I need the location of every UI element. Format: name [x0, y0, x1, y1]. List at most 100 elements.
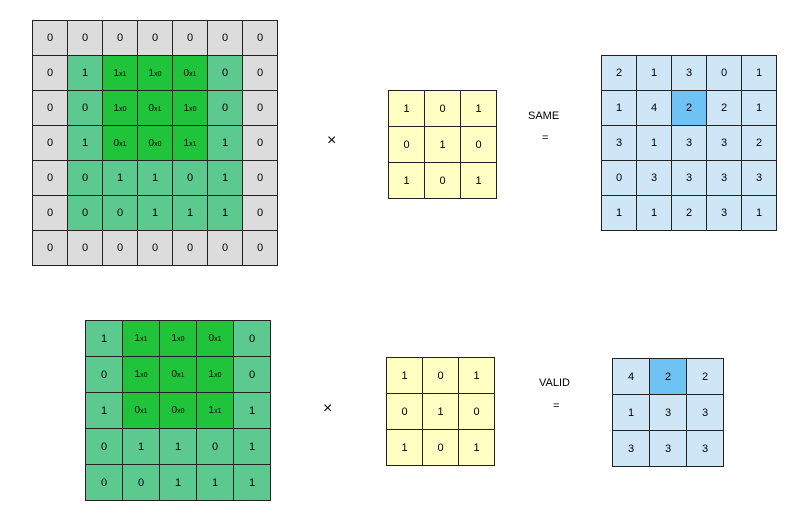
padding-cell: 0: [67, 20, 103, 56]
kernel-weight-subscript: x1: [214, 408, 222, 415]
padding-cell: 0: [102, 20, 138, 56]
input-cell: 1: [67, 55, 103, 91]
output-cell: 1: [741, 55, 777, 91]
kernel-cell: 0: [422, 429, 459, 466]
input-cell: 0: [85, 356, 123, 393]
kernel-weight-subscript: x1: [140, 408, 148, 415]
kernel-cell: 0: [424, 90, 461, 127]
output-cell: 2: [686, 358, 724, 395]
padding-cell: 0: [102, 230, 138, 266]
padding-cell: 0: [242, 230, 278, 266]
same-padding-label: SAME: [528, 110, 560, 122]
output-cell: 2: [671, 195, 707, 231]
input-cell: 1: [207, 125, 243, 161]
input-cell: 1: [207, 195, 243, 231]
input-window-cell: 0x0: [137, 125, 173, 161]
kernel-cell: 1: [458, 429, 495, 466]
cell-value: 0: [134, 405, 141, 416]
output-cell: 0: [706, 55, 742, 91]
input-window-cell: 0x1: [172, 55, 208, 91]
kernel-cell: 0: [460, 126, 497, 163]
input-cell: 0: [172, 160, 208, 196]
input-cell: 1: [137, 160, 173, 196]
cell-value: 0: [113, 137, 120, 149]
input-cell: 1: [67, 125, 103, 161]
output-cell: 0: [601, 160, 637, 196]
input-cell: 0: [122, 464, 160, 501]
cell-value: 0: [148, 137, 155, 149]
output-cell: 3: [636, 160, 672, 196]
padding-cell: 0: [32, 230, 68, 266]
padding-cell: 0: [242, 55, 278, 91]
input-cell: 0: [196, 428, 234, 465]
input-cell: 0: [67, 160, 103, 196]
cell-value: 1: [134, 333, 141, 344]
kernel-cell: 0: [388, 126, 425, 163]
kernel-cell: 0: [424, 162, 461, 199]
kernel-cell: 1: [424, 126, 461, 163]
cell-value: 0: [171, 369, 178, 380]
output-cell: 3: [671, 125, 707, 161]
kernel-weight-subscript: x1: [189, 140, 197, 148]
kernel-cell: 1: [458, 357, 495, 394]
padding-cell: 0: [242, 20, 278, 56]
output-cell: 1: [741, 90, 777, 126]
padding-cell: 0: [137, 230, 173, 266]
kernel-weight-subscript: x0: [154, 140, 162, 148]
padding-cell: 0: [32, 20, 68, 56]
input-window-cell: 1x0: [122, 356, 160, 393]
output-cell: 3: [706, 160, 742, 196]
padding-cell: 0: [67, 230, 103, 266]
output-cell: 1: [601, 90, 637, 126]
cell-value: 1: [148, 67, 155, 79]
input-window-cell: 0x1: [196, 320, 234, 357]
input-cell: 0: [67, 195, 103, 231]
input-cell: 0: [102, 195, 138, 231]
input-cell: 1: [172, 195, 208, 231]
input-window-cell: 0x1: [137, 90, 173, 126]
padding-cell: 0: [242, 195, 278, 231]
input-window-cell: 0x1: [102, 125, 138, 161]
output-cell: 3: [649, 394, 687, 431]
padding-cell: 0: [242, 160, 278, 196]
kernel-weight-subscript: x0: [177, 408, 185, 415]
kernel-weight-subscript: x1: [119, 140, 127, 148]
input-window-cell: 1x1: [102, 55, 138, 91]
input-window-cell: 0x1: [122, 392, 160, 429]
cell-value: 1: [134, 369, 141, 380]
kernel-cell: 0: [422, 357, 459, 394]
input-window-cell: 1x1: [196, 392, 234, 429]
input-cell: 0: [85, 428, 123, 465]
output-cell: 3: [686, 394, 724, 431]
cell-value: 1: [183, 102, 190, 114]
padding-cell: 0: [242, 90, 278, 126]
output-cell: 3: [601, 125, 637, 161]
input-window-cell: 1x0: [196, 356, 234, 393]
input-cell: 1: [137, 195, 173, 231]
input-cell: 1: [233, 392, 271, 429]
cell-value: 1: [113, 102, 120, 114]
output-cell: 4: [612, 358, 650, 395]
kernel-cell: 0: [458, 393, 495, 430]
output-cell: 3: [649, 430, 687, 467]
same-equals-sign: =: [542, 132, 549, 144]
padding-cell: 0: [207, 20, 243, 56]
kernel-weight-subscript: x0: [154, 70, 162, 78]
input-cell: 1: [159, 428, 197, 465]
kernel-cell: 1: [388, 162, 425, 199]
output-cell: 3: [671, 160, 707, 196]
kernel-cell: 0: [386, 393, 423, 430]
same-times-sign: ×: [327, 132, 337, 149]
padding-cell: 0: [32, 90, 68, 126]
input-cell: 1: [233, 464, 271, 501]
valid-equals-sign: =: [553, 400, 560, 412]
kernel-weight-subscript: x0: [189, 105, 197, 113]
cell-value: 1: [183, 137, 190, 149]
padding-cell: 0: [242, 125, 278, 161]
input-window-cell: 1x1: [172, 125, 208, 161]
padding-cell: 0: [172, 230, 208, 266]
output-cell: 3: [706, 195, 742, 231]
input-cell: 0: [233, 356, 271, 393]
